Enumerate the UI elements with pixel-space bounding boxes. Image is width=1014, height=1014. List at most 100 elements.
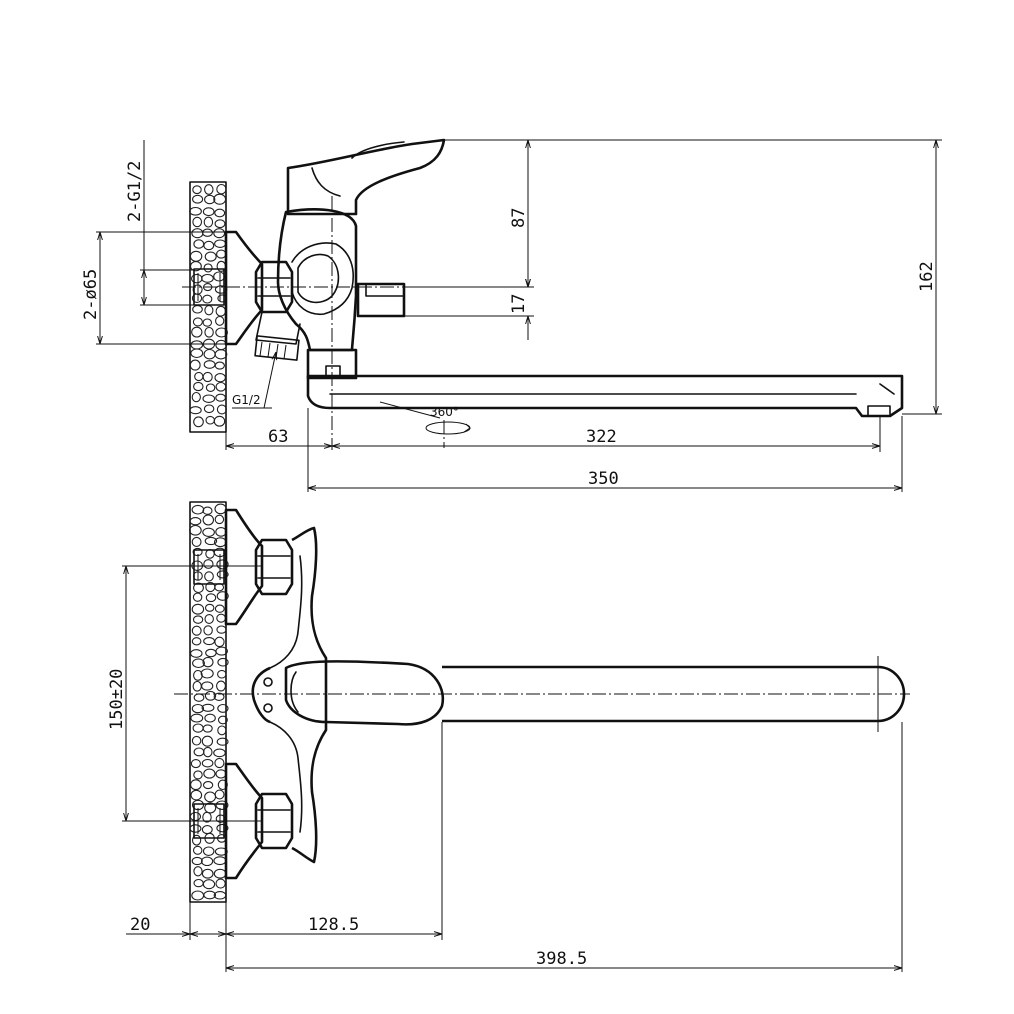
wall-section-lower [189,501,229,903]
wall-pebble [215,393,226,402]
wall-pebble [204,251,217,262]
wall-pebble [191,293,203,303]
wall-pebble [191,391,201,403]
dim-thread-side: 2-G1/2 [125,140,194,306]
wall-pebble [216,625,227,634]
wall-pebble [192,194,204,204]
wall-pebble [201,703,215,712]
wall-pebble [202,879,216,890]
wall-pebble [203,240,215,251]
wall-pebble [215,327,228,338]
wall-pebble [216,680,226,692]
wall-pebble [192,185,202,195]
plan-view: 150±20 20 128.5 398.5 [107,501,910,972]
wall-pebble [193,582,204,594]
dim-flange-diameter: 2-ø65 [81,231,236,345]
label-center-spacing: 150±20 [107,669,127,730]
wall-pebble [190,348,204,359]
wall-pebble [204,536,218,546]
wall-pebble [204,690,217,701]
wall-pebble [202,724,213,733]
wall-pebble [214,604,225,613]
wall-pebble [203,263,213,273]
dim-center-spacing: 150±20 [107,565,262,822]
wall-pebble [217,725,227,736]
wall-pebble [193,770,203,780]
wall-pebble [200,668,214,679]
label-outlet-height: 17 [509,294,529,314]
wall-pebble [204,603,215,612]
wall-pebble [216,404,227,415]
wall-pebble [213,891,227,900]
wall-pebble [191,637,202,646]
wall-pebble [214,361,225,370]
wall-pebble [217,703,229,713]
wall-pebble [193,866,203,877]
wall-pebble [204,802,217,814]
wall-pebble [202,318,213,327]
wall-pebble [202,514,215,526]
wall-pebble [213,748,226,758]
wall-pebble [190,759,201,769]
wall-section-upper [189,181,228,433]
label-handle-height: 87 [509,208,529,228]
wall-pebble [202,207,215,217]
label-connector-thread: G1/2 [232,393,261,407]
label-spout-reach: 322 [586,427,617,447]
wall-pebble [189,261,202,272]
wall-pebble [191,625,202,636]
wall-pebble [192,658,205,669]
wall-pebble [215,315,225,326]
wall-pebble [205,593,217,603]
wall-pebble [203,768,216,779]
wall-pebble [217,715,228,725]
label-body-depth: 128.5 [308,915,359,935]
wall-pebble [191,504,205,515]
label-wall-offset: 63 [268,427,288,447]
wall-pebble [214,789,225,800]
dim-horizontal-side: 63 322 350 [225,408,903,492]
dim-heights: 87 17 162 [404,139,942,415]
wall-pebble [202,527,215,537]
wall-pebble [189,359,201,371]
wall-pebble [191,536,202,547]
wall-pebble [190,713,204,723]
wall-pebble [192,216,203,228]
wall-pebble [215,800,229,810]
wall-pebble [203,625,213,636]
wall-pebble [201,735,214,747]
wall-pebble [191,703,205,714]
wall-pebble [192,615,204,624]
wall-pebble [215,646,228,656]
wall-pebble [213,228,226,239]
wall-pebble [202,811,212,823]
wall-pebble [192,592,203,602]
wall-pebble [202,371,213,383]
wall-pebble [213,193,227,205]
wall-pebble [204,571,214,582]
valve-body-plan [251,526,906,864]
wall-pebble [201,273,214,283]
wall-pebble [202,781,214,790]
wall-pebble [202,294,213,304]
wall-pebble [204,713,216,723]
wall-pebble [213,692,225,701]
wall-pebble [216,591,229,601]
wall-pebble [201,681,214,691]
wall-pebble [216,570,229,579]
wall-pebble [189,524,202,536]
wall-pebble [214,373,226,383]
wall-pebble [205,383,216,392]
wall-pebble [189,824,202,833]
inlet-upper-plan [193,508,294,626]
wall-pebble [213,415,226,427]
label-rotation: 360° [430,405,459,419]
wall-pebble [191,856,203,866]
wall-pebble [192,317,203,327]
wall-pebble [193,381,204,392]
wall-pebble [190,789,203,801]
label-thread: 2-G1/2 [125,161,145,222]
dim-connector-thread: G1/2 [232,352,276,409]
wall-pebble [214,219,226,229]
label-spout-length: 350 [588,469,619,489]
